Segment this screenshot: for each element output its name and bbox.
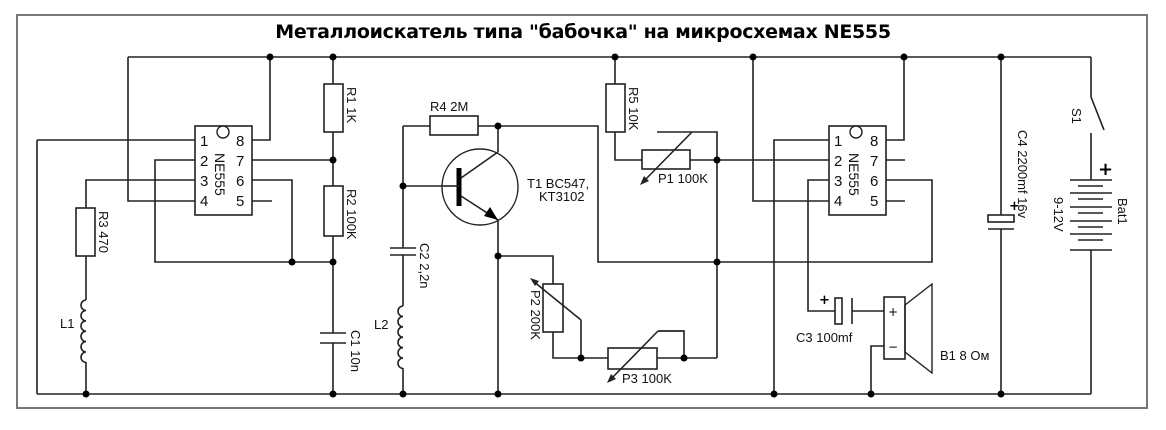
c3-plus-sign: + — [819, 293, 830, 308]
ic1-label: NE555 — [212, 153, 228, 196]
ic2-pin-7: 7 — [870, 153, 878, 170]
resistor-r3: R3 470 — [75, 207, 111, 257]
diagram-title: Металлоискатель типа "бабочка" на микрос… — [275, 21, 891, 43]
speaker-b1: + − B1 8 Ом — [883, 282, 989, 375]
p3-label: P3 100K — [622, 371, 672, 386]
p1-label: P1 100K — [658, 171, 708, 186]
resistor-r2: R2 100K — [323, 185, 359, 240]
capacitor-c1: C1 10n — [320, 330, 363, 372]
ic1-pin-2: 2 — [200, 153, 208, 170]
l1-label: L1 — [60, 316, 74, 331]
b1-label: B1 8 Ом — [940, 348, 989, 363]
c2-label: C2 2,2n — [417, 243, 432, 289]
resistor-r4: R4 2M — [429, 99, 479, 136]
resistor-r5: R5 10K — [605, 83, 641, 133]
b1-plus-sign: + — [888, 305, 898, 319]
ic2-pin-1: 1 — [834, 133, 842, 150]
transistor-t1: T1 BC547, KT3102 — [441, 148, 589, 226]
b1-minus-sign: − — [888, 340, 898, 354]
t1-label-line1: T1 BC547, — [527, 176, 589, 191]
r1-label: R1 1K — [344, 87, 359, 123]
potentiometer-p1: P1 100K — [640, 131, 708, 186]
bat1-voltage-label: 9-12V — [1051, 197, 1066, 232]
ic2-pin-2: 2 — [834, 153, 842, 170]
junction-dots — [82, 53, 1005, 398]
ic1-pin-5: 5 — [236, 193, 244, 210]
resistor-r1: R1 1K — [323, 83, 359, 133]
ic1-pin-3: 3 — [200, 173, 208, 190]
r5-label: R5 10K — [626, 87, 641, 131]
inductor-l2: L2 — [374, 305, 404, 370]
c4-plus-sign: + — [1009, 199, 1020, 214]
ic2-pin-8: 8 — [870, 133, 878, 150]
bat1-label: Bat1 — [1115, 198, 1130, 225]
ic1-pin-8: 8 — [236, 133, 244, 150]
bat1-plus-sign: + — [1098, 159, 1113, 180]
ic2-pin-5: 5 — [870, 193, 878, 210]
capacitor-c3: + C3 100mf — [796, 293, 853, 345]
ic2-pin-4: 4 — [834, 193, 842, 210]
inductor-l1: L1 — [60, 299, 87, 364]
r4-label: R4 2M — [430, 99, 468, 114]
t1-label-line2: KT3102 — [539, 189, 585, 204]
diagram-frame — [16, 14, 1148, 409]
battery-bat1: + Bat1 9-12V — [1051, 159, 1130, 251]
ic1-pin-7: 7 — [236, 153, 244, 170]
p2-label: P2 200K — [528, 290, 543, 340]
wires — [36, 56, 1105, 395]
capacitor-c2: C2 2,2n — [390, 243, 432, 289]
ic1-ne555: 1 2 3 4 8 7 6 5 NE555 — [194, 125, 253, 216]
potentiometer-p3: P3 100K — [607, 330, 684, 386]
s1-label: S1 — [1069, 108, 1084, 124]
switch-s1: S1 — [1069, 108, 1084, 124]
ic1-pin-1: 1 — [200, 133, 208, 150]
c4-label: C4 2200mf 16v — [1015, 130, 1030, 219]
l2-label: L2 — [374, 317, 388, 332]
ic2-pin-3: 3 — [834, 173, 842, 190]
ic2-ne555: 1 2 3 4 8 7 6 5 NE555 — [828, 125, 887, 216]
ic1-pin-6: 6 — [236, 173, 244, 190]
ic1-pin-4: 4 — [200, 193, 208, 210]
capacitor-c4: + C4 2200mf 16v — [987, 130, 1030, 230]
ic2-pin-6: 6 — [870, 173, 878, 190]
c3-label: C3 100mf — [796, 330, 853, 345]
potentiometer-p2: P2 200K — [528, 278, 582, 340]
c1-label: C1 10n — [348, 330, 363, 372]
ic2-label: NE555 — [846, 153, 862, 196]
r2-label: R2 100K — [344, 189, 359, 240]
r3-label: R3 470 — [96, 211, 111, 253]
